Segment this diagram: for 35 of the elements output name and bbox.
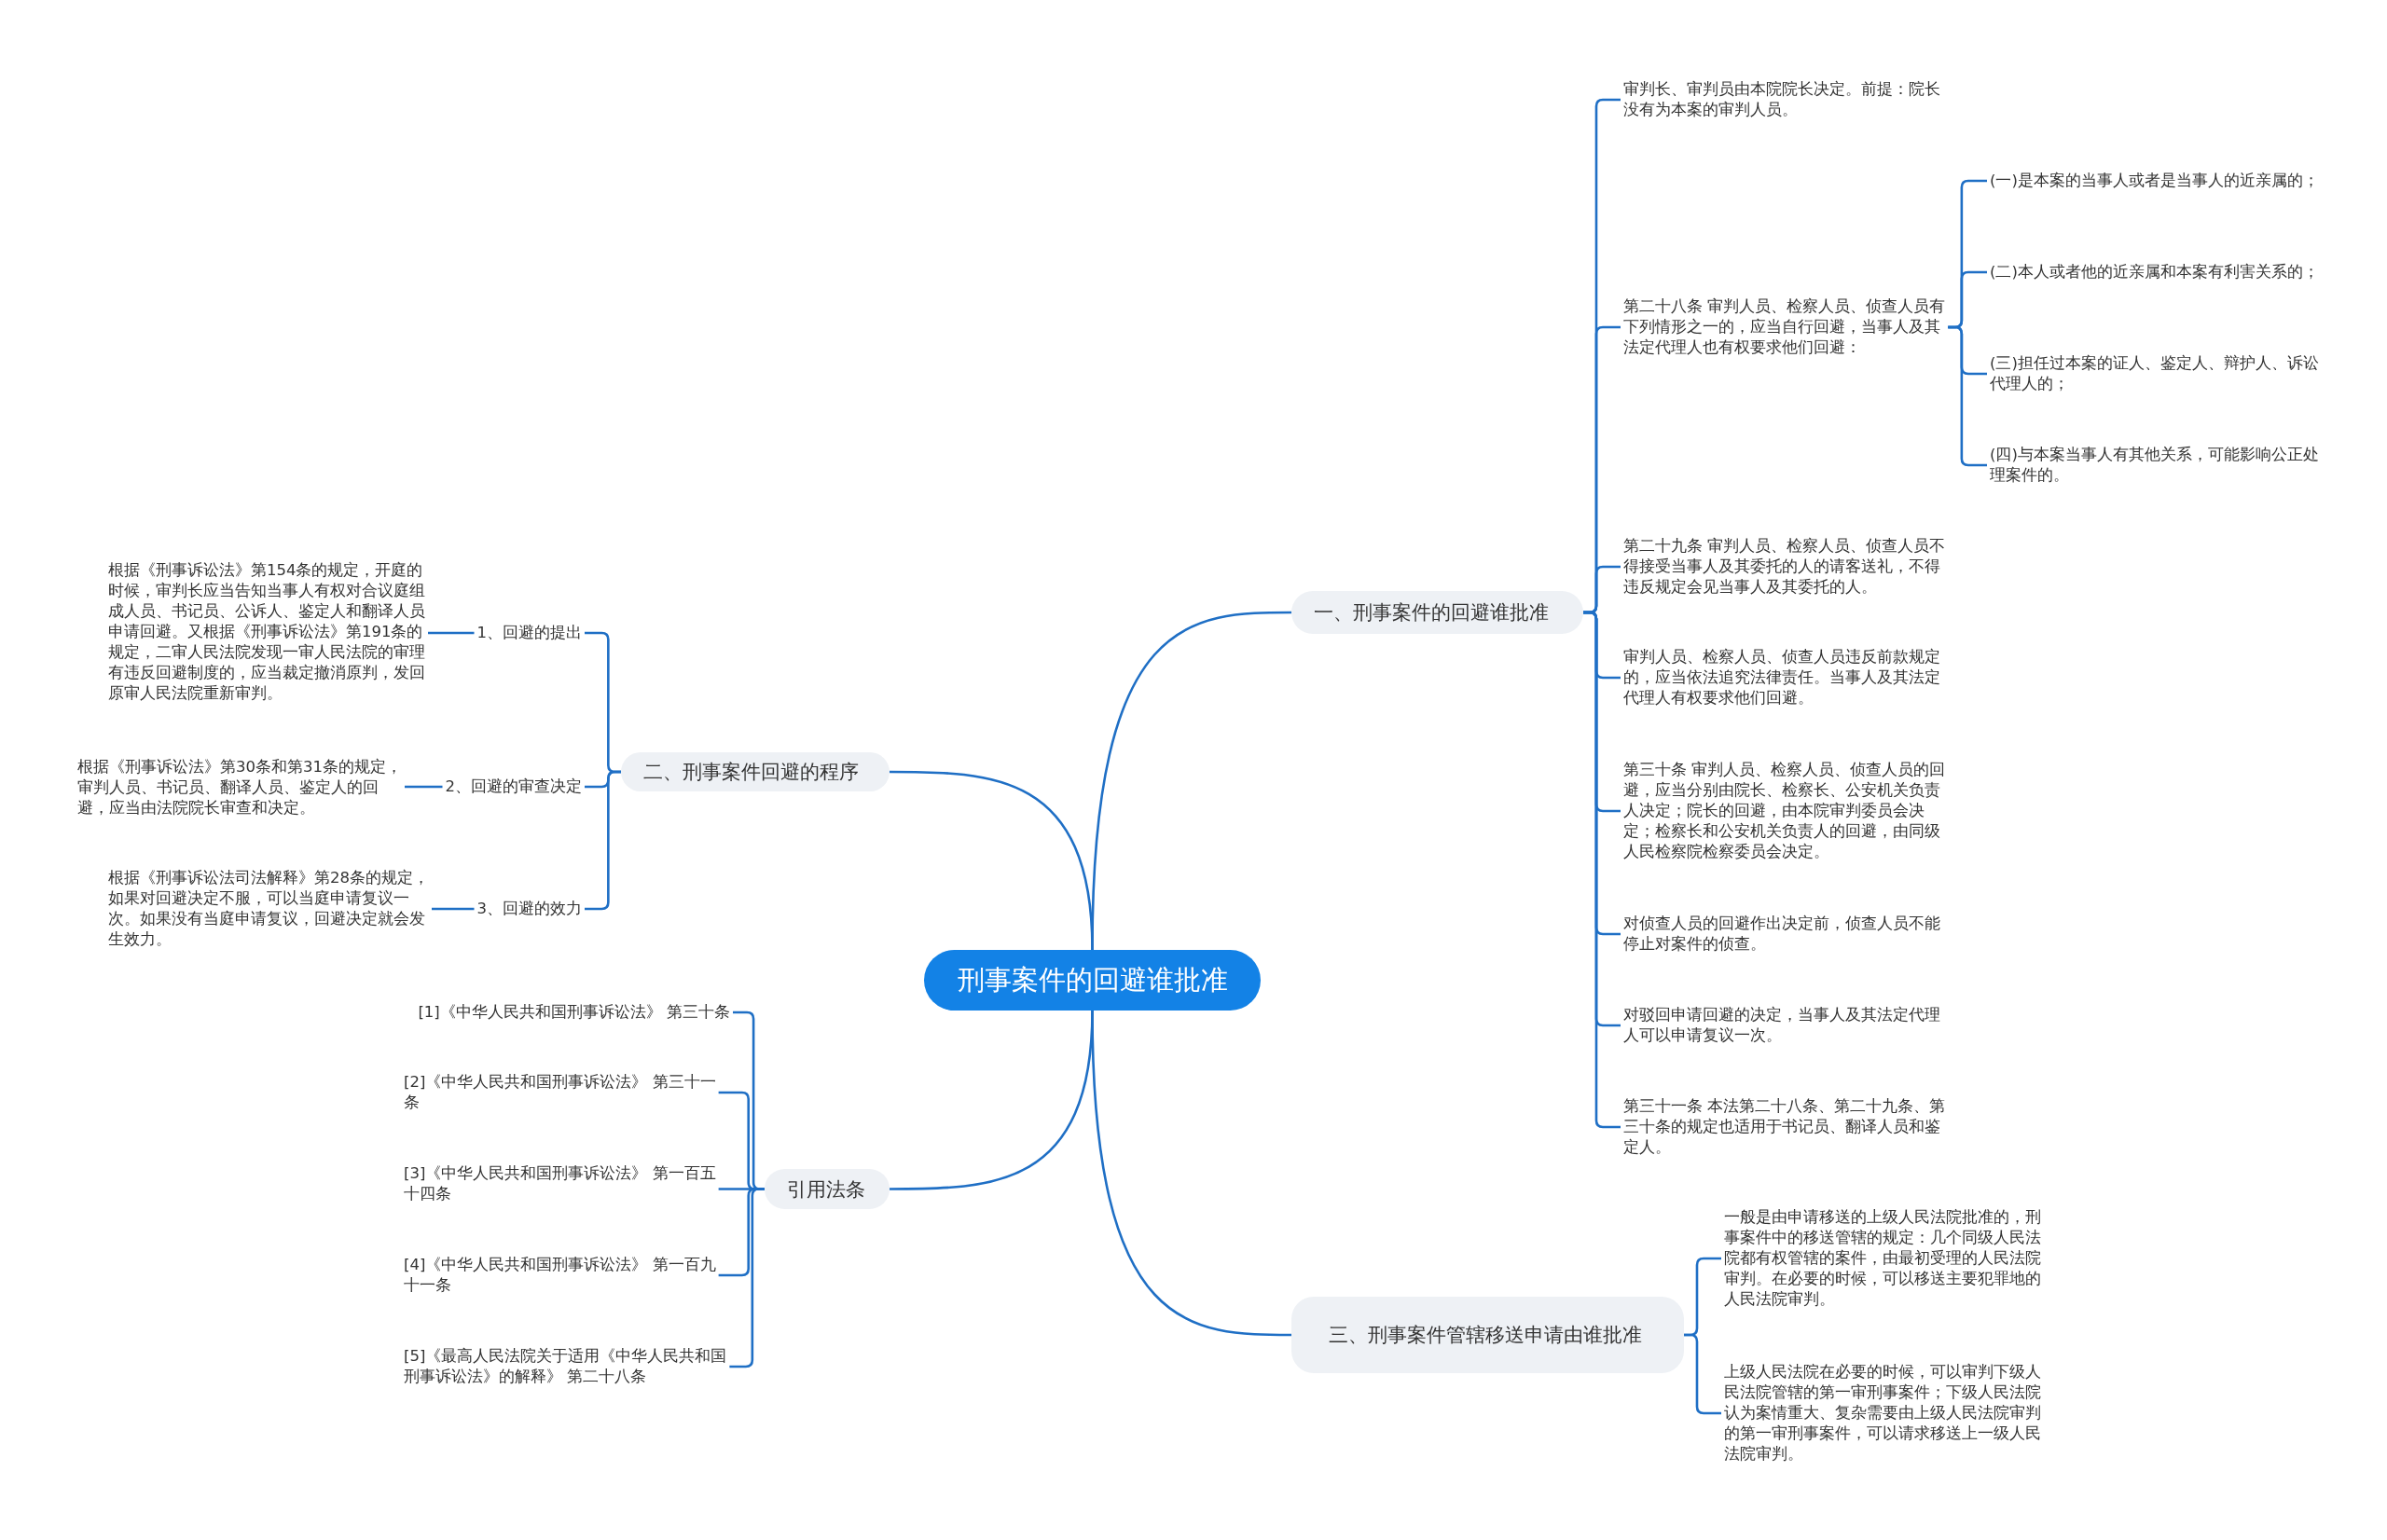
note-text: [4]《中华人民共和国刑事诉讼法》 第一百九十一条 <box>404 1255 730 1296</box>
note-text: [5]《最高人民法院关于适用《中华人民共和国刑事诉讼法》的解释》 第二十八条 <box>404 1346 730 1387</box>
connector-line <box>1091 1010 1291 1337</box>
note-text: 第二十八条 审判人员、检察人员、侦查人员有下列情形之一的，应当自行回避，当事人及其法定代理人也有权要求他们回避： <box>1623 296 1952 358</box>
note-text: [2]《中华人民共和国刑事诉讼法》 第三十一条 <box>404 1072 730 1113</box>
note-text: 上级人民法院在必要的时候，可以审判下级人民法院管辖的第一审刑事案件；下级人民法院认为案情重大、复杂需要由上级人民法院审判的第一审刑事案件，可以请求移送上一级人民法院审判。 <box>1724 1362 2050 1464</box>
note-text: 对驳回申请回避的决定，当事人及其法定代理人可以申请复议一次。 <box>1623 1005 1952 1046</box>
connector-line <box>405 785 443 789</box>
note-text: 根据《刑事诉讼法》第154条的规定，开庭的时候，审判长应当告知当事人有权对合议庭组成人员、书记员、公诉人、鉴定人和翻译人员申请回避。又根据《刑事诉讼法》第191条的规定，二审人民法院发现一审人民法院的审理有违反回避制度的，应当裁定撤消原判，发回原审人民法院重新审判。 <box>108 560 436 704</box>
central-topic-box: 刑事案件的回避谁批准 <box>924 950 1261 1011</box>
note-text: 一般是由申请移送的上级人民法院批准的，刑事案件中的移送管辖的规定：几个同级人民法院都有权管辖的案件，由最初受理的人民法院审判。在必要的时候，可以移送主要犯罪地的人民法院审判。 <box>1724 1207 2050 1310</box>
note-text: (三)担任过本案的证人、鉴定人、辩护人、诉讼代理人的； <box>1990 353 2325 394</box>
connector-line <box>428 631 475 635</box>
note-text: 1、回避的提出 <box>457 623 582 643</box>
note-text: (四)与本案当事人有其他关系，可能影响公正处理案件的。 <box>1990 445 2325 486</box>
note-text: 3、回避的效力 <box>457 899 582 919</box>
note-text: 对侦查人员的回避作出决定前，侦查人员不能停止对案件的侦查。 <box>1623 914 1952 955</box>
topic-box: 引用法条 <box>765 1169 890 1209</box>
note-text: [1]《中华人民共和国刑事诉讼法》 第三十条 <box>404 1002 730 1023</box>
note-text: (一)是本案的当事人或者是当事人的近亲属的； <box>1990 171 2325 191</box>
note-text: (二)本人或者他的近亲属和本案有利害关系的； <box>1990 262 2325 282</box>
note-text: 第三十一条 本法第二十八条、第二十九条、第三十条的规定也适用于书记员、翻译人员和鉴定人。 <box>1623 1096 1952 1158</box>
note-text: 审判长、审判员由本院院长决定。前提：院长没有为本案的审判人员。 <box>1623 79 1952 120</box>
note-text: 根据《刑事诉讼法司法解释》第28条的规定，如果对回避决定不服，可以当庭申请复议一次。如果没有当庭申请复议，回避决定就会发生效力。 <box>108 868 436 950</box>
note-text: 审判人员、检察人员、侦查人员违反前款规定的，应当依法追究法律责任。当事人及其法定代理人有权要求他们回避。 <box>1623 647 1952 708</box>
connector-line <box>432 907 475 911</box>
topic-box: 三、刑事案件管辖移送申请由谁批准 <box>1291 1297 1684 1373</box>
note-text: 根据《刑事诉讼法》第30条和第31条的规定，审判人员、书记员、翻译人员、鉴定人的回避，应当由法院院长审查和决定。 <box>77 757 406 818</box>
note-text: [3]《中华人民共和国刑事诉讼法》 第一百五十四条 <box>404 1163 730 1204</box>
topic-box: 二、刑事案件回避的程序 <box>621 752 890 791</box>
note-text: 第三十条 审判人员、检察人员、侦查人员的回避，应当分别由院长、检察长、公安机关负责人决定；院长的回避，由本院审判委员会决定；检察长和公安机关负责人的回避，由同级人民检察院检察委员会决定。 <box>1623 760 1952 862</box>
note-text: 2、回避的审查决定 <box>423 777 582 797</box>
note-text: 第二十九条 审判人员、检察人员、侦查人员不得接受当事人及其委托的人的请客送礼，不得违反规定会见当事人及其委托的人。 <box>1623 536 1952 598</box>
topic-box: 一、刑事案件的回避谁批准 <box>1291 591 1583 634</box>
connector-line <box>890 770 1094 951</box>
